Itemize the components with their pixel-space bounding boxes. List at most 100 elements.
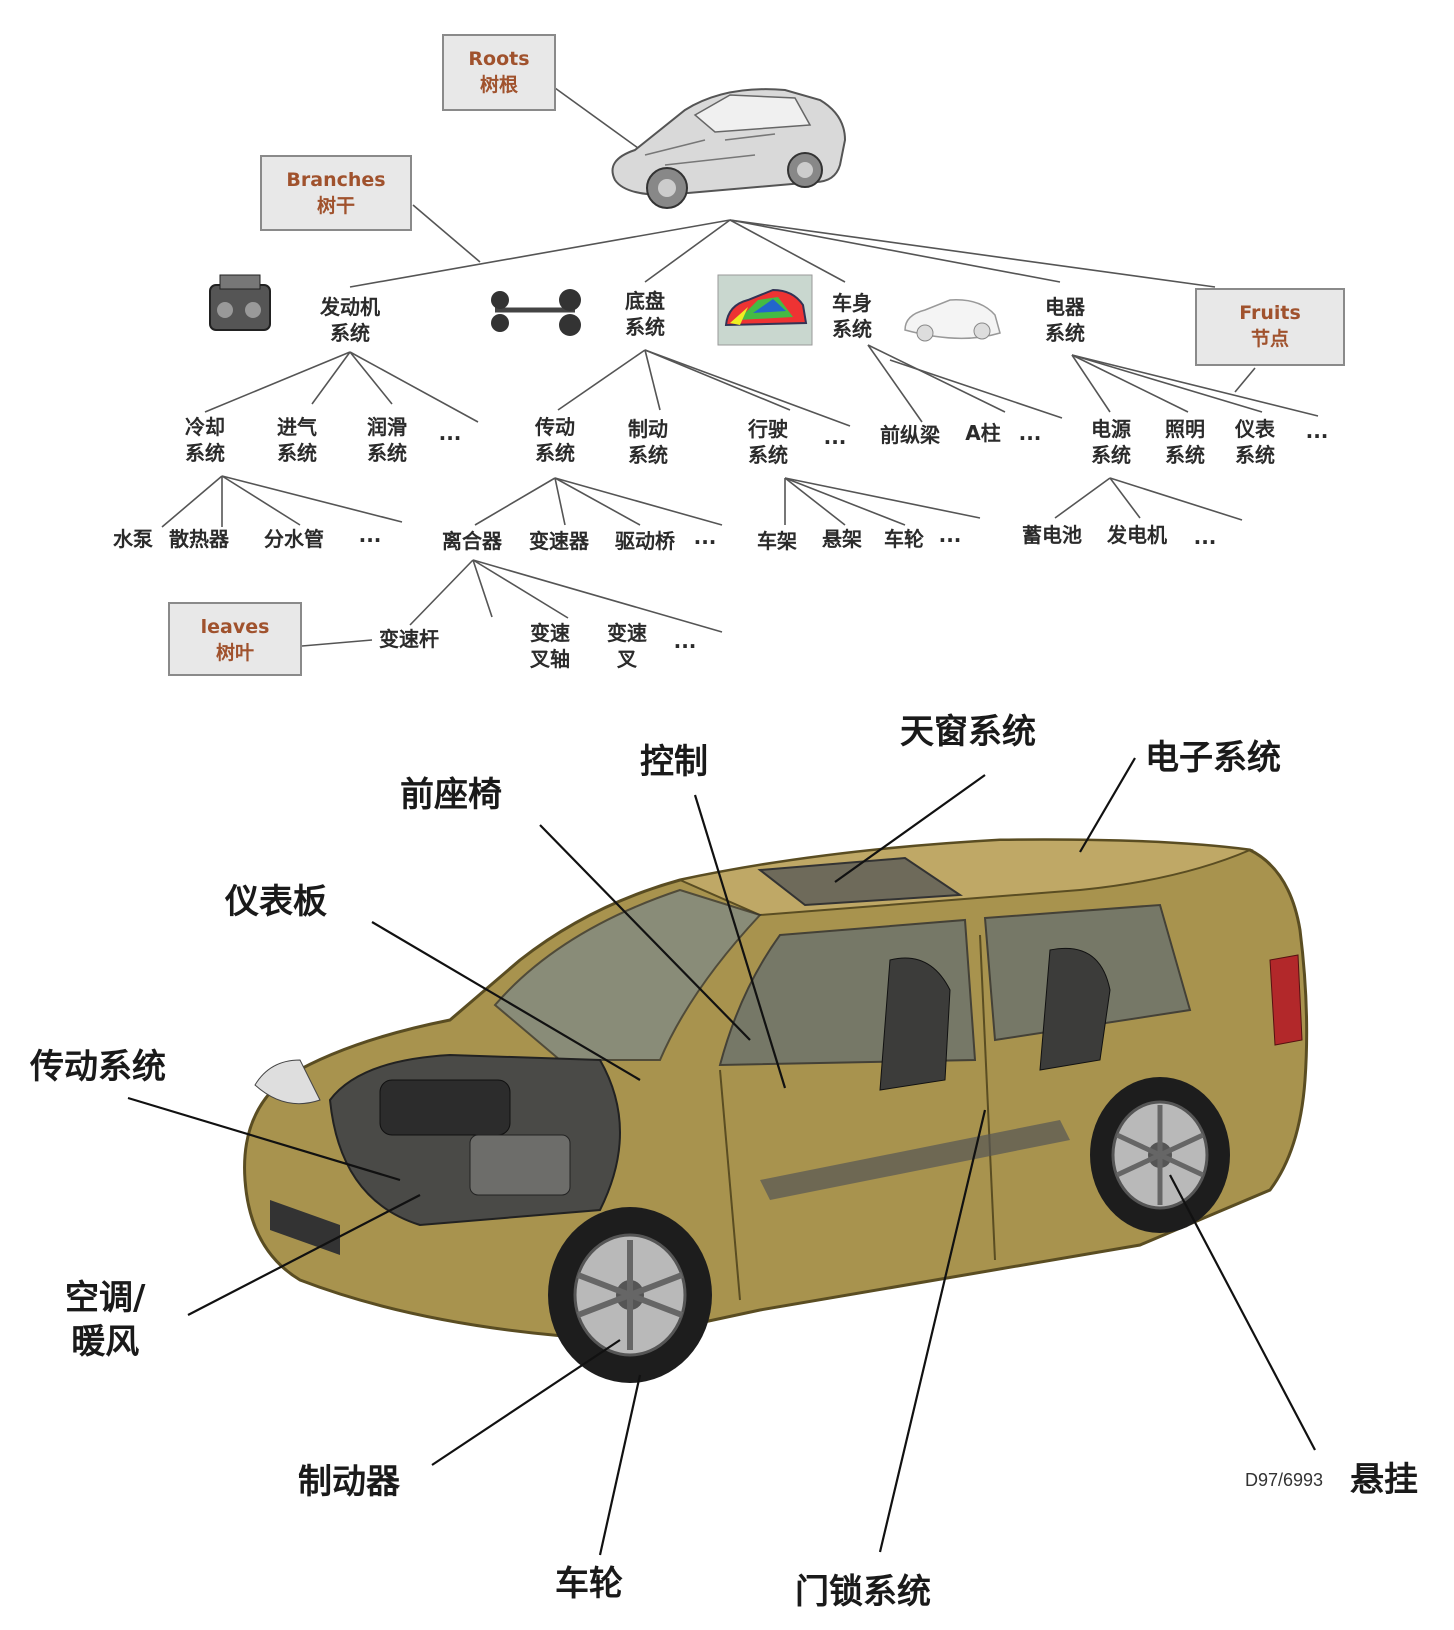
label-line-1: 空调/ [65,1278,146,1318]
node-line-2: 系统 [1235,443,1275,467]
node-body-more: ... [1010,420,1050,446]
node-line-2: 系统 [185,441,225,465]
node-line-1: 离合器 [442,529,502,553]
node-line-1: 电器 [1045,295,1085,319]
node-intake-system: 进气 系统 [262,414,332,466]
node-battery: 蓄电池 [1015,522,1089,548]
node-line-1: ... [1305,419,1329,443]
node-line-1: 前纵梁 [880,423,940,447]
label-sunroof-system: 天窗系统 [900,712,1036,752]
node-line-1: 车架 [757,529,797,553]
node-line-1: 驱动桥 [615,529,675,553]
node-front-longitudinal-beam: 前纵梁 [870,422,950,448]
label-electronic-system: 电子系统 [1145,738,1281,778]
car-leader-lines [127,757,1316,1556]
node-line-1: 照明 [1165,417,1205,441]
label-brake: 制动器 [298,1462,400,1502]
roots-box-en: Roots [468,48,530,70]
node-line-1: ... [673,629,697,653]
node-line-1: ... [1018,421,1042,445]
node-running-system: 行驶 系统 [733,416,803,468]
node-engine-more: ... [430,420,470,446]
node-line-1: ... [1193,525,1217,549]
node-line-1: 传动 [535,415,575,439]
label-dashboard: 仪表板 [225,882,327,922]
node-line-2: 系统 [1091,443,1131,467]
node-line-2: 系统 [330,321,370,345]
node-transmission-more: ... [685,524,725,550]
node-line-2: 系统 [832,317,872,341]
branches-box-zh: 树干 [316,195,355,217]
node-generator: 发电机 [1100,522,1174,548]
node-line-1: 变速 [530,621,570,645]
node-line-1: 蓄电池 [1022,523,1082,547]
leaves-box: leaves 树叶 [168,602,302,676]
node-transmission-system: 传动 系统 [520,414,590,466]
node-chassis-system: 底盘 系统 [605,288,685,340]
label-suspension: 悬挂 [1350,1460,1418,1500]
node-line-2: 系统 [1165,443,1205,467]
node-water-pump: 水泵 [108,526,158,552]
node-line-1: 冷却 [185,415,225,439]
electric-thumbnail [904,299,1001,342]
node-line-1: 车轮 [884,527,924,551]
node-suspension: 悬架 [815,526,869,552]
car-cutaway-illustration [243,838,1309,1383]
node-drive-axle: 驱动桥 [608,528,682,554]
node-line-1: ... [438,421,462,445]
fruits-box-zh: 节点 [1250,328,1289,350]
node-clutch-more: ... [665,628,705,654]
front-wheel [548,1207,712,1383]
node-power-system: 电源 系统 [1076,416,1146,468]
node-frame: 车架 [750,528,804,554]
sunroof-panel [757,856,963,907]
node-line-1: 变速 [607,621,647,645]
node-line-1: ... [823,425,847,449]
engine-thumbnail [209,274,271,331]
node-line-2: 叉轴 [530,647,570,671]
node-electric-more: ... [1297,418,1337,444]
chassis-thumbnail [491,289,581,336]
node-line-2: 系统 [535,441,575,465]
node-line-1: 润滑 [367,415,407,439]
node-line-1: 仪表 [1235,417,1275,441]
label-control: 控制 [640,742,708,782]
node-line-1: 散热器 [169,527,229,551]
branches-box-en: Branches [286,169,386,191]
node-line-1: 进气 [277,415,317,439]
roots-box-zh: 树根 [479,74,518,96]
branches-box: Branches 树干 [260,155,412,231]
rear-wheel [1090,1077,1230,1233]
leaves-box-zh: 树叶 [215,642,254,664]
node-shift-fork: 变速 叉 [597,620,657,672]
label-line-2: 暖风 [71,1322,140,1362]
node-line-1: 底盘 [625,289,665,313]
node-running-more: ... [930,522,970,548]
node-line-1: 发电机 [1107,523,1167,547]
node-line-1: 行驶 [748,417,788,441]
node-line-2: 系统 [625,315,665,339]
node-line-2: 系统 [1045,321,1085,345]
fruits-box: Fruits 节点 [1195,288,1345,366]
node-line-2: 系统 [277,441,317,465]
node-cooling-system: 冷却 系统 [170,414,240,466]
node-water-distribution-pipe: 分水管 [258,526,330,552]
node-cooling-more: ... [350,522,390,548]
roots-box: Roots 树根 [442,34,556,111]
illustration-code: D97/6993 [1245,1470,1324,1490]
node-engine-system: 发动机 系统 [310,294,390,346]
node-power-more: ... [1185,524,1225,550]
body-thumbnail [717,274,813,346]
node-gearbox: 变速器 [522,528,596,554]
node-line-2: 叉 [617,647,637,671]
label-wheel: 车轮 [555,1564,623,1604]
leaves-box-en: leaves [200,616,270,638]
node-line-1: ... [693,525,717,549]
node-line-1: 制动 [628,417,668,441]
label-drivetrain: 传动系统 [30,1047,166,1087]
node-line-1: 水泵 [113,527,153,551]
node-gear-lever: 变速杆 [372,626,446,652]
node-shift-fork-shaft: 变速 叉轴 [520,620,580,672]
